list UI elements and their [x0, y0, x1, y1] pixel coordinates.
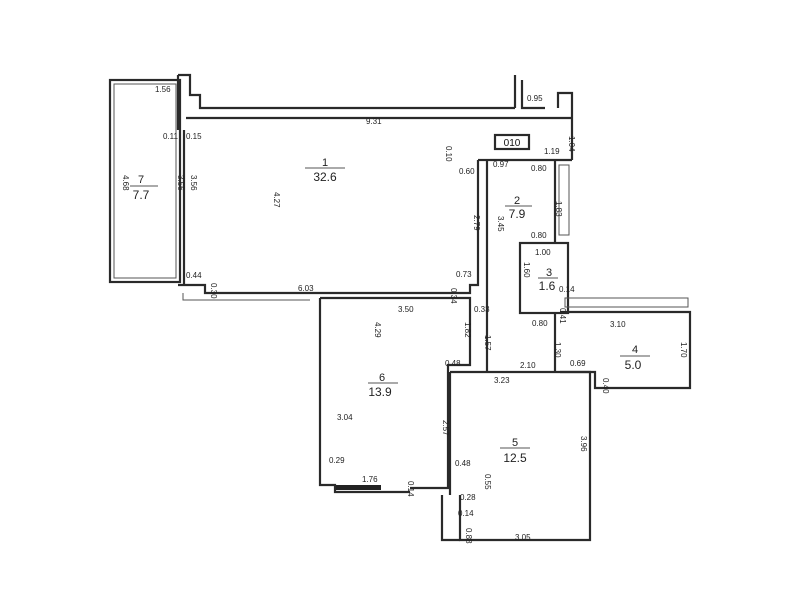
dimension-label: 1.70 [679, 342, 688, 358]
dimension-label: 0.15 [186, 132, 202, 141]
dimension-label: 0.55 [483, 474, 492, 490]
room-3-area: 1.6 [539, 279, 556, 293]
dimension-label: 1.60 [522, 262, 531, 278]
svg-text:1: 1 [322, 157, 328, 169]
dimension-label: 1.82 [463, 322, 472, 338]
dimension-label: 3.56 [176, 175, 185, 191]
dimension-label: 4.68 [121, 175, 130, 191]
dimension-label: 0.14 [406, 481, 415, 497]
dimension-label: 0.48 [445, 359, 461, 368]
dimension-label: 3.10 [610, 320, 626, 329]
dimension-label: 0.14 [458, 509, 474, 518]
walls [108, 73, 692, 542]
dimension-label: 0.41 [558, 308, 567, 324]
dimension-label: 3.56 [189, 175, 198, 191]
window [336, 485, 381, 490]
dimension-label: 3.04 [337, 413, 353, 422]
dimension-label: 0.28 [460, 493, 476, 502]
dimension-label: 4.29 [373, 322, 382, 338]
dimension-label: 0.95 [527, 94, 543, 103]
room-2-area: 7.9 [509, 207, 526, 221]
room-5-label: 5 12.5 [500, 437, 530, 465]
dimension-label: 0.29 [329, 456, 345, 465]
dimension-label: 0.97 [493, 160, 509, 169]
svg-text:6: 6 [379, 372, 385, 384]
dimension-label: 0.48 [455, 459, 471, 468]
dimension-label: 0.73 [456, 270, 472, 279]
room-3-label: 3 1.6 [538, 267, 558, 293]
dimension-label: 0.34 [449, 288, 458, 304]
svg-text:2: 2 [514, 195, 520, 207]
dimension-label: 1.76 [362, 475, 378, 484]
dimension-label: 1.19 [544, 147, 560, 156]
plan-code: 010 [504, 138, 521, 149]
dimension-label: 3.50 [398, 305, 414, 314]
dimension-label: 9.31 [366, 117, 382, 126]
code-box [493, 133, 531, 151]
room-1-area: 32.6 [313, 170, 337, 184]
dimension-labels: 1.56 9.31 0.11 0.15 4.68 3.56 3.56 4.27 0.10 0.60… [121, 85, 688, 544]
dimension-label: 0.69 [570, 359, 586, 368]
dimension-label: 1.83 [554, 201, 563, 217]
room-2-label: 2 7.9 [505, 195, 532, 221]
room-4-area: 5.0 [625, 358, 642, 372]
dimension-label: 0.33 [474, 305, 490, 314]
dimension-label: 0.80 [532, 319, 548, 328]
dimension-label: 0.60 [459, 167, 475, 176]
dimension-label: 3.23 [494, 376, 510, 385]
dimension-label: 0.14 [559, 285, 575, 294]
dimension-label: 6.03 [298, 284, 314, 293]
room-7-area: 7.7 [133, 188, 150, 202]
dimension-label: 0.44 [186, 271, 202, 280]
dimension-label: 0.11 [163, 132, 179, 141]
dimension-label: 4.27 [272, 192, 281, 208]
svg-text:4: 4 [632, 344, 638, 356]
dimension-label: 2.79 [472, 215, 481, 231]
dimension-label: 1.57 [483, 335, 492, 351]
room-6-area: 13.9 [368, 385, 392, 399]
room-7-outline [108, 78, 182, 284]
room-1-label: 1 32.6 [305, 157, 345, 184]
dimension-label: 0.10 [444, 146, 453, 162]
dimension-label: 2.10 [520, 361, 536, 370]
room-7-label: 7 7.7 [130, 174, 158, 202]
dimension-label: 3.96 [579, 436, 588, 452]
dimension-label: 3.45 [496, 216, 505, 232]
room-labels: 1 32.6 2 7.9 3 1.6 4 5.0 5 12.5 6 13.9 [130, 157, 650, 465]
dimension-label: 0.80 [531, 231, 547, 240]
svg-text:7: 7 [138, 174, 144, 186]
svg-text:5: 5 [512, 437, 518, 449]
svg-text:3: 3 [546, 267, 552, 279]
dimension-label: 1.56 [155, 85, 171, 94]
dimension-label: 0.80 [531, 164, 547, 173]
room-6-label: 6 13.9 [368, 372, 398, 399]
room-4-label: 4 5.0 [620, 344, 650, 372]
dimension-label: 0.30 [209, 283, 218, 299]
dimension-label: 1.00 [535, 248, 551, 257]
dimension-label: 0.40 [601, 378, 610, 394]
dimension-label: 3.05 [515, 533, 531, 542]
dimension-label: 1.04 [567, 136, 576, 152]
room-3-outline [518, 241, 570, 315]
room-5-area: 12.5 [503, 451, 527, 465]
dimension-label: 0.88 [464, 528, 473, 544]
dimension-label: 1.30 [553, 342, 562, 358]
dimension-label: 2.57 [441, 420, 450, 436]
